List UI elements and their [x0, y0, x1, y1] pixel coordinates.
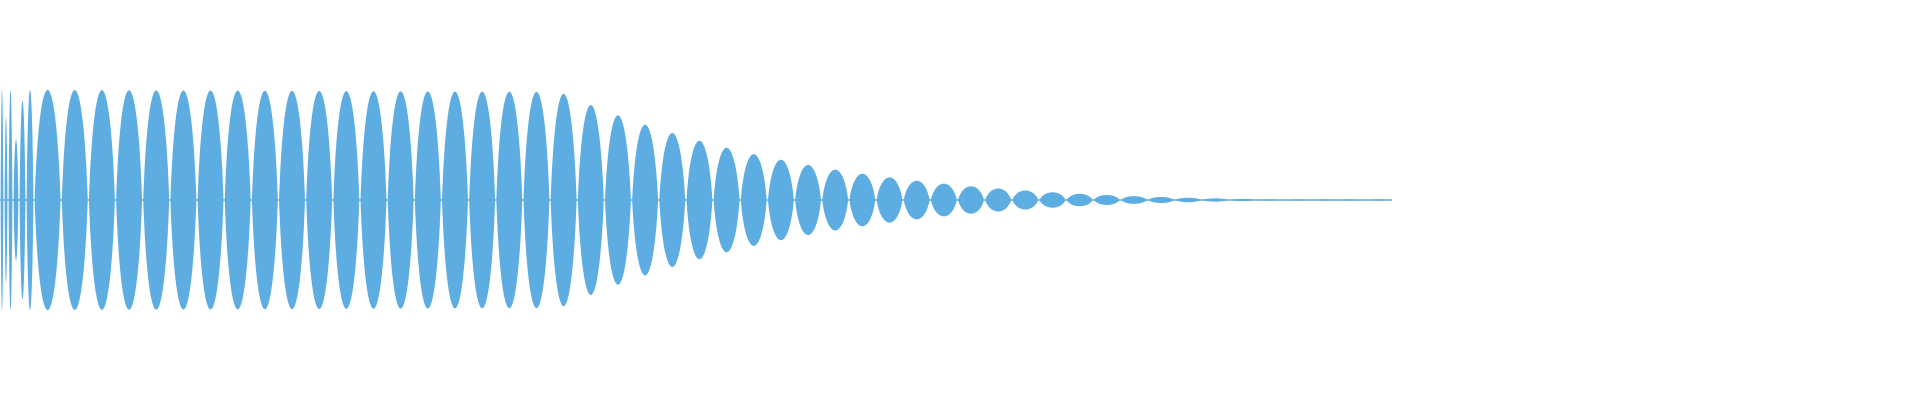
waveform-lobes — [0, 89, 1392, 311]
